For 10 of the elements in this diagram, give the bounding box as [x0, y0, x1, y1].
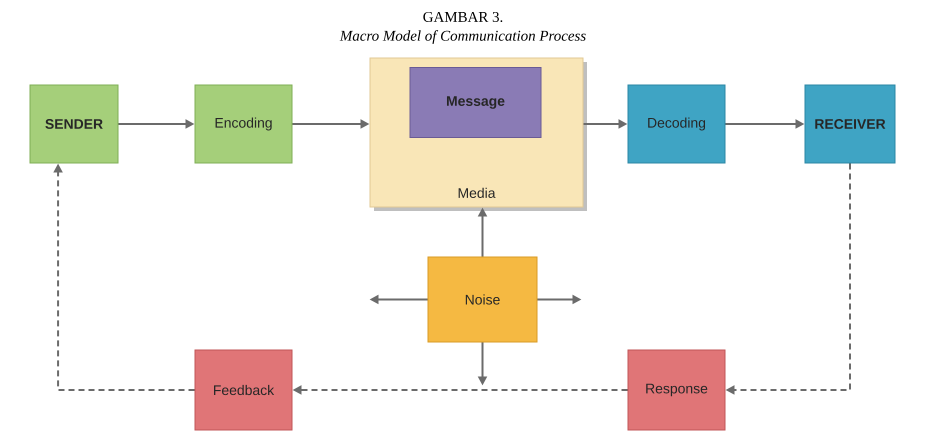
response-box: Response: [628, 349, 726, 430]
noise-box: Noise: [428, 256, 538, 342]
process-box: Decoding: [628, 84, 726, 164]
figure-title: GAMBAR 3.: [423, 12, 502, 22]
message-box: Message: [410, 66, 542, 138]
process-box: RECEIVER: [804, 84, 896, 164]
process-box: Encoding: [194, 84, 292, 164]
process-box: SENDER: [30, 84, 118, 164]
figure-caption: Macro Model of Communication Process: [340, 30, 586, 44]
feedback-box: Feedback: [194, 349, 292, 430]
